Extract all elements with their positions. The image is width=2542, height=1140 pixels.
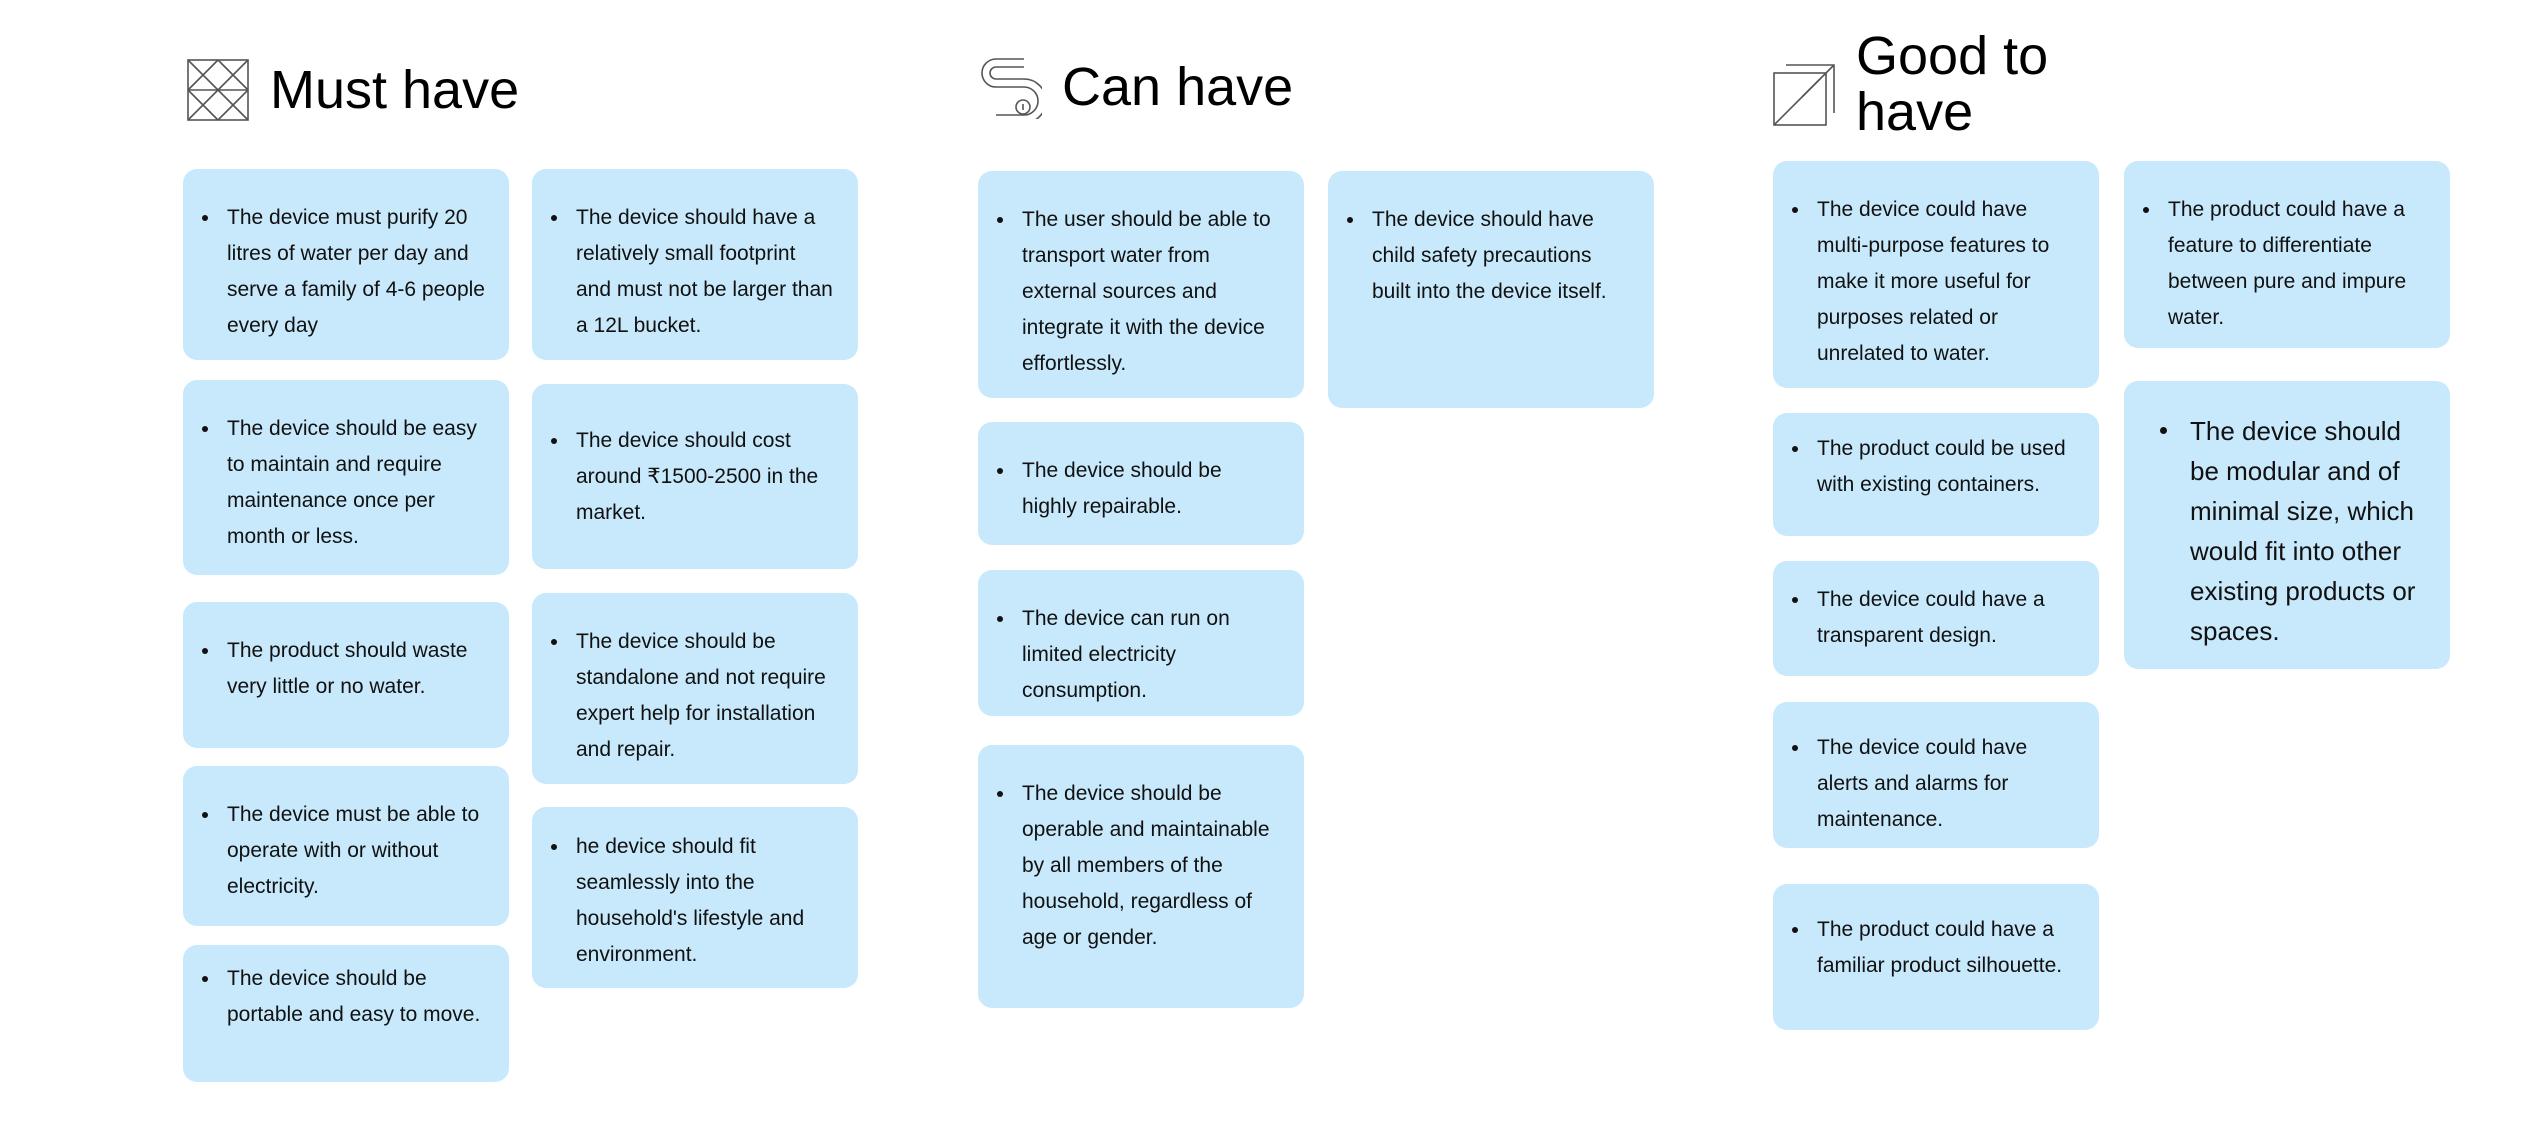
card-must-have: The device must be able to operate with … (183, 766, 509, 926)
card-text: he device should fit seamlessly into the… (551, 829, 836, 973)
pipe-curve-icon (981, 58, 1042, 119)
card-text: The device must be able to operate with … (202, 797, 487, 905)
card-can-have: The device can run on limited electricit… (978, 570, 1304, 716)
card-good-to-have: The product could have a familiar produc… (1773, 884, 2099, 1030)
diagonal-frame-icon (1773, 64, 1835, 126)
card-good-to-have: The device should be modular and of mini… (2124, 381, 2450, 669)
card-must-have: he device should fit seamlessly into the… (532, 807, 858, 988)
card-text: The device should be highly repairable. (997, 453, 1282, 525)
card-text: The device could have alerts and alarms … (1792, 730, 2077, 838)
section-title: Can have (1062, 57, 1294, 117)
card-good-to-have: The device could have a transparent desi… (1773, 561, 2099, 676)
card-text: The user should be able to transport wat… (997, 202, 1282, 382)
card-good-to-have: The product could be used with existing … (1773, 413, 2099, 536)
card-must-have: The device must purify 20 litres of wate… (183, 169, 509, 360)
card-must-have: The product should waste very little or … (183, 602, 509, 748)
section-header-must-have: Must have (186, 58, 519, 122)
card-text: The device could have multi-purpose feat… (1792, 192, 2077, 372)
card-must-have: The device should have a relatively smal… (532, 169, 858, 360)
card-text: The product could have a feature to diff… (2143, 192, 2428, 336)
card-good-to-have: The device could have alerts and alarms … (1773, 702, 2099, 848)
section-header-can-have: Can have (978, 55, 1293, 119)
card-text: The device could have a transparent desi… (1792, 582, 2077, 654)
section-title: Must have (270, 60, 520, 120)
card-text: The device should be portable and easy t… (202, 961, 487, 1033)
card-text: The device should be operable and mainta… (997, 776, 1282, 956)
card-text: The device should have child safety prec… (1347, 202, 1632, 310)
card-text: The device should have a relatively smal… (551, 200, 836, 344)
card-text: The product should waste very little or … (202, 633, 487, 705)
card-can-have: The user should be able to transport wat… (978, 171, 1304, 398)
card-text: The device should be easy to maintain an… (202, 411, 487, 555)
card-text: The product could have a familiar produc… (1792, 912, 2077, 984)
card-text: The product could be used with existing … (1792, 431, 2077, 503)
card-text: The device should be modular and of mini… (2160, 411, 2428, 651)
card-good-to-have: The device could have multi-purpose feat… (1773, 161, 2099, 388)
section-title: Good to have (1856, 26, 2049, 142)
card-good-to-have: The product could have a feature to diff… (2124, 161, 2450, 348)
card-must-have: The device should be easy to maintain an… (183, 380, 509, 575)
card-text: The device should cost around ₹1500-2500… (551, 423, 836, 531)
crossed-squares-icon (187, 59, 249, 121)
card-must-have: The device should be portable and easy t… (183, 945, 509, 1082)
card-must-have: The device should be standalone and not … (532, 593, 858, 784)
section-header-good-to-have: Good to have (1772, 28, 2116, 140)
card-text: The device must purify 20 litres of wate… (202, 200, 487, 344)
card-can-have: The device should be operable and mainta… (978, 745, 1304, 1008)
card-must-have: The device should cost around ₹1500-2500… (532, 384, 858, 569)
card-can-have: The device should be highly repairable. (978, 422, 1304, 545)
card-can-have: The device should have child safety prec… (1328, 171, 1654, 408)
card-text: The device can run on limited electricit… (997, 601, 1282, 709)
card-text: The device should be standalone and not … (551, 624, 836, 768)
